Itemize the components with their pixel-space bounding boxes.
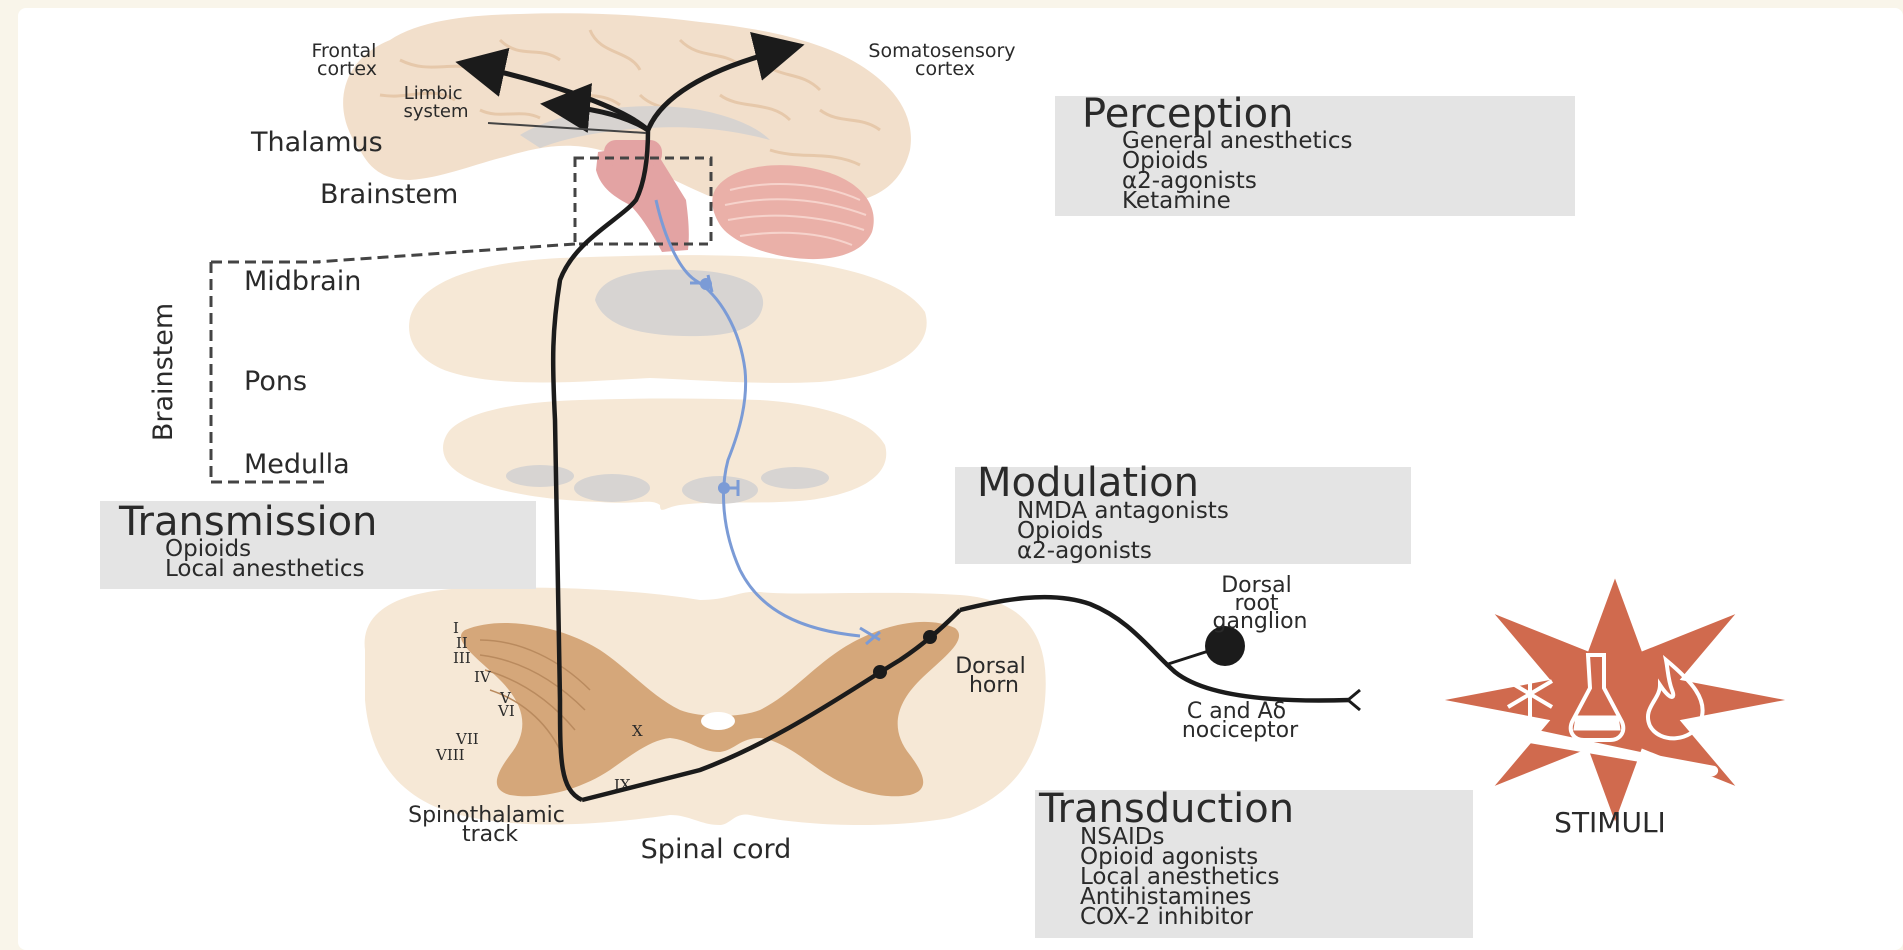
modulation-item: α2-agonists: [1017, 538, 1152, 564]
label-limbic-line2: system: [403, 101, 468, 122]
nociceptor-ending: [1348, 690, 1360, 710]
label-stimuli: STIMULI: [1554, 806, 1666, 839]
midbrain-section: [409, 255, 927, 383]
label-drg-line3: ganglion: [1213, 609, 1308, 634]
lamina-label: VIII: [435, 746, 465, 764]
label-dorsal-horn-line2: horn: [969, 673, 1019, 698]
lamina-label: VI: [497, 702, 515, 720]
synapse-dot-2: [873, 665, 887, 679]
modulation-synapse-1: [700, 278, 712, 290]
label-limbic-system: Limbic system: [403, 83, 468, 122]
label-somatosensory-cortex: Somatosensory cortex: [868, 40, 1021, 80]
label-spinothalamic-track: Spinothalamic track: [408, 803, 572, 847]
label-medulla: Medulla: [244, 449, 350, 480]
transduction-title: Transduction: [1038, 786, 1294, 832]
zoom-connector: [315, 244, 575, 262]
modulation-box: Modulation NMDA antagonists Opioids α2-a…: [955, 460, 1411, 564]
lamina-label: III: [453, 649, 471, 667]
label-midbrain: Midbrain: [244, 266, 361, 297]
brain-illustration: [343, 13, 911, 259]
stimuli-star: [1445, 579, 1785, 822]
label-dorsal-root-ganglion: Dorsal root ganglion: [1213, 573, 1308, 634]
label-brainstem-vertical: Brainstem: [148, 303, 179, 441]
perception-box: Perception General anesthetics Opioids α…: [1055, 91, 1575, 216]
label-spinothalamic-line2: track: [462, 822, 518, 847]
thalamus-shape: [604, 140, 662, 166]
label-thalamus: Thalamus: [250, 127, 383, 158]
lamina-label: X: [632, 722, 643, 740]
label-nociceptor-line2: nociceptor: [1182, 718, 1299, 743]
label-frontal-cortex-line2: cortex: [317, 58, 377, 80]
lamina-label: IV: [474, 668, 492, 686]
label-frontal-cortex: Frontal cortex: [311, 40, 382, 80]
label-spinal-cord: Spinal cord: [641, 834, 792, 865]
central-canal: [701, 712, 735, 730]
modulation-synapse-2: [718, 482, 730, 494]
synapse-dot-1: [923, 630, 937, 644]
label-brainstem-top: Brainstem: [320, 179, 458, 210]
label-somatosensory-line2: cortex: [915, 58, 975, 80]
transduction-box: Transduction NSAIDs Opioid agonists Loca…: [1035, 786, 1473, 938]
medulla-section: [443, 399, 886, 510]
transduction-item: COX-2 inhibitor: [1080, 904, 1254, 930]
transmission-box: Transmission Opioids Local anesthetics: [100, 499, 536, 589]
star-shape: [1445, 579, 1785, 822]
transmission-item: Local anesthetics: [165, 556, 365, 582]
perception-item: Ketamine: [1122, 188, 1231, 214]
label-nociceptor: C and Aδ nociceptor: [1182, 699, 1299, 743]
label-pons: Pons: [244, 366, 307, 397]
